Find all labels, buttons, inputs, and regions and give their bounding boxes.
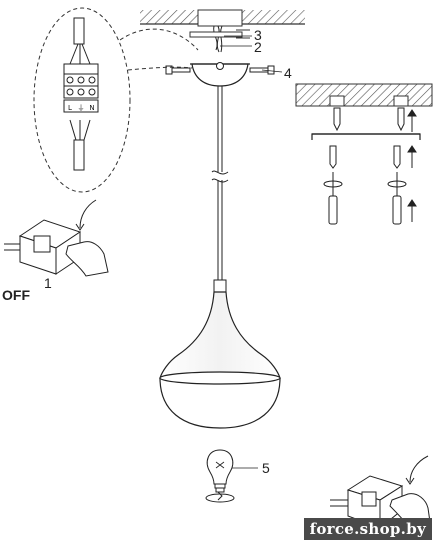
junction-box-icon [197, 9, 243, 27]
terminal-block-icon [63, 63, 99, 113]
hanging-cord-icon [211, 86, 229, 293]
up-arrow-icon [407, 109, 417, 132]
rotate-arrow-icon [205, 491, 235, 503]
bracket-screws-icon [189, 29, 250, 39]
watermark: force.shop.by [303, 518, 432, 540]
bubble-wires-icon [69, 17, 91, 171]
hand-pointer-icon [65, 241, 109, 277]
side-screw-icon [165, 65, 275, 75]
callout-5: 5 [262, 460, 270, 476]
wall-plug-icon [333, 107, 405, 132]
ceiling-wires-icon [213, 25, 223, 53]
ceiling-canopy-icon [190, 62, 250, 87]
curved-arrow-on-icon [405, 455, 429, 485]
screwdriver-icon [328, 172, 402, 225]
callout-4: 4 [284, 65, 292, 81]
screwdriver-rotate-icon [323, 180, 407, 188]
mounting-bracket-icon [311, 133, 421, 140]
off-label: OFF [2, 287, 30, 303]
screw-icon [329, 145, 401, 169]
light-bulb-icon [206, 449, 234, 493]
terminal-labels: L ⏚ N [68, 104, 95, 112]
wire-zoom-bubble-icon [33, 7, 199, 193]
lamp-shade-icon [159, 291, 281, 429]
screwdriver-arrow-icon [407, 199, 417, 222]
terminal-label-earth: ⏚ [78, 104, 85, 112]
callout-2: 2 [254, 39, 262, 55]
screw-arrows-icon [407, 145, 417, 168]
curved-arrow-icon [75, 199, 97, 231]
ceiling-mount-detail-icon [295, 83, 433, 107]
terminal-label-l: L [68, 104, 72, 112]
callout-3: 3 [254, 27, 262, 43]
terminal-label-n: N [89, 104, 94, 112]
callout-1: 1 [44, 275, 52, 291]
